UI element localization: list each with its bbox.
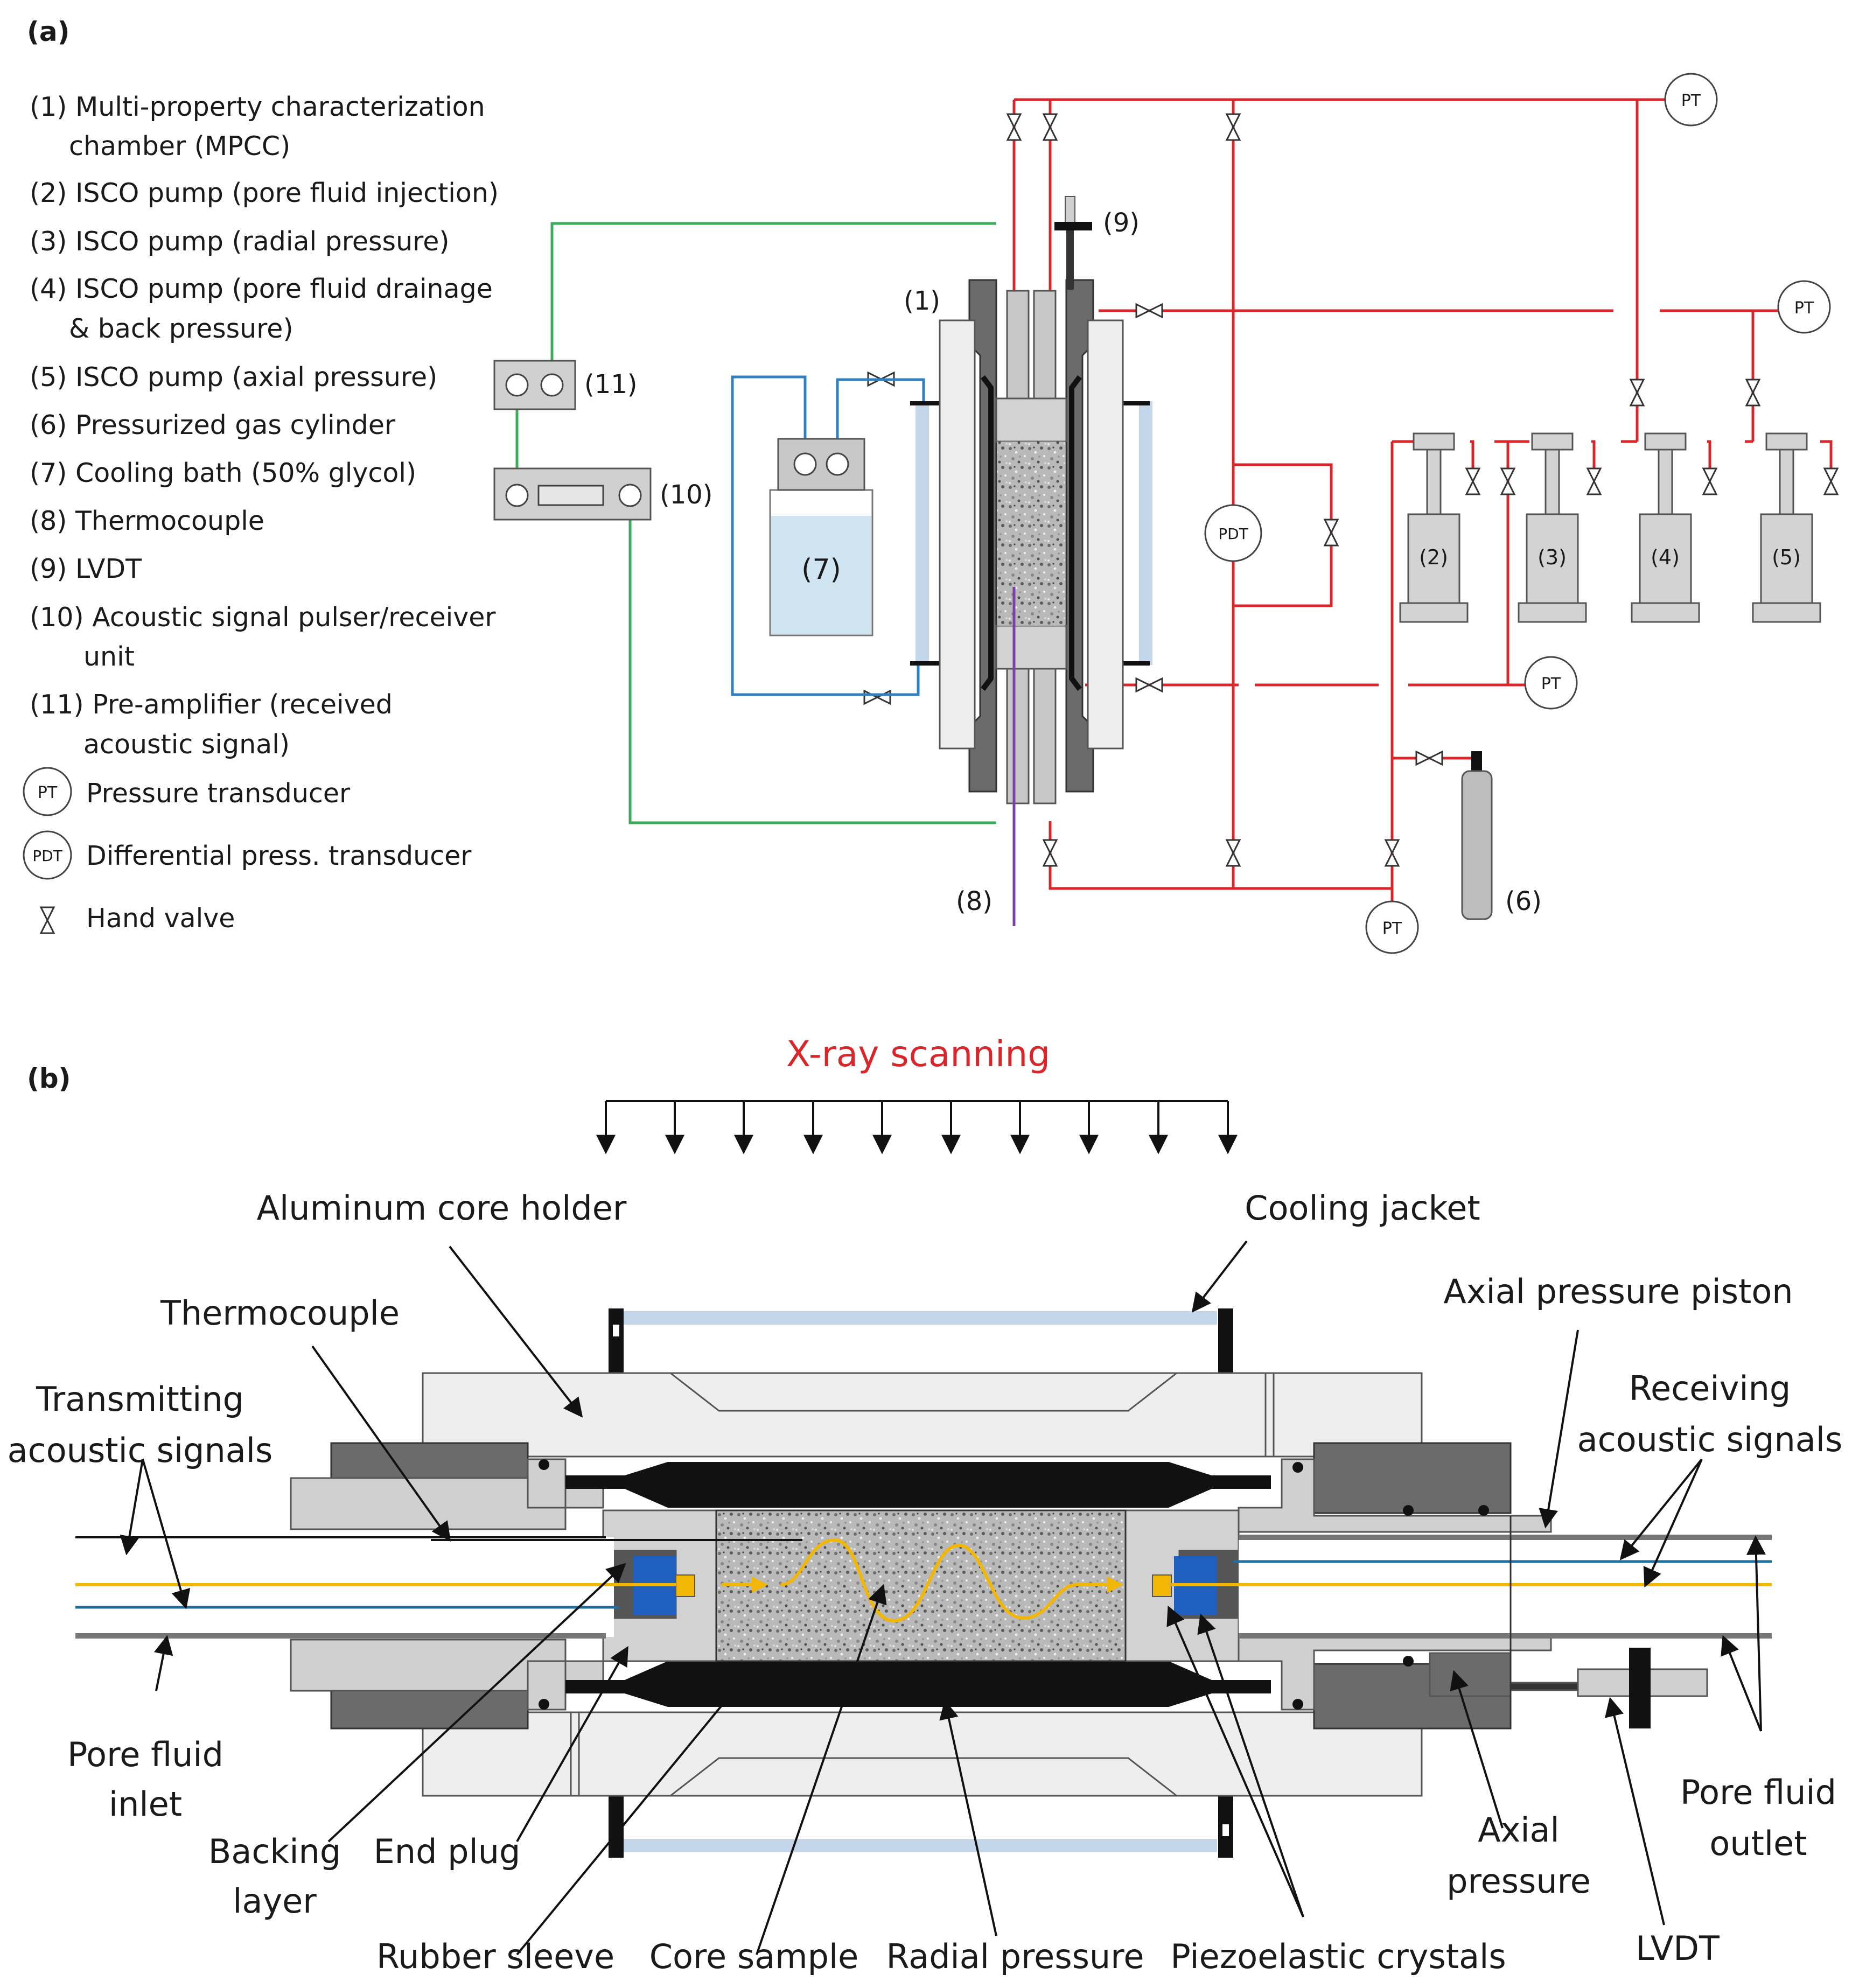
label-backing-2: layer	[233, 1881, 317, 1921]
legend-item-4-cont: & back pressure)	[69, 313, 293, 344]
pdt-legend-icon	[23, 830, 72, 880]
rubber-sleeve	[565, 1462, 1271, 1707]
legend-item-2: (2) ISCO pump (pore fluid injection)	[30, 178, 499, 208]
xray-label: X-ray scanning	[786, 1033, 1050, 1075]
legend-item-11-cont: acoustic signal)	[83, 729, 290, 760]
pdt-legend-text: Differential press. transducer	[86, 841, 472, 871]
label-axial-pressure-2: pressure	[1446, 1861, 1591, 1901]
preamplifier-unit	[493, 360, 576, 410]
label-end-plug: End plug	[374, 1832, 521, 1871]
label-pore-inlet-1: Pore fluid	[67, 1735, 223, 1774]
core-sample	[715, 1509, 1127, 1662]
pulser-receiver-label: (10)	[660, 480, 713, 510]
isco-pump-2	[1399, 432, 1469, 623]
pt-label-right: PT	[1794, 299, 1814, 318]
cooling-bath-label: (7)	[801, 554, 841, 586]
panel-b: (b) X-ray scanning	[8, 1033, 1843, 1976]
isco-pump-3-label: (3)	[1537, 545, 1567, 569]
legend: (1) Multi-property characterization cham…	[23, 92, 499, 934]
pt-legend-text: Pressure transducer	[86, 778, 351, 809]
isco-pump-5-label: (5)	[1772, 545, 1801, 569]
mpcc-chamber	[910, 279, 1152, 804]
legend-item-1-cont: chamber (MPCC)	[69, 131, 290, 162]
pdt-label: PDT	[1218, 525, 1248, 543]
label-backing-1: Backing	[208, 1832, 341, 1871]
legend-item-11: (11) Pre-amplifier (received	[30, 689, 393, 720]
thermocouple-label: (8)	[956, 886, 993, 916]
hand-valve-legend-text: Hand valve	[86, 903, 235, 934]
label-cooling-jacket: Cooling jacket	[1245, 1188, 1480, 1228]
pt-legend-icon	[23, 767, 72, 816]
isco-pump-3	[1518, 432, 1587, 623]
pt-legend-abbr: PT	[38, 783, 58, 802]
mpcc-label: (1)	[904, 286, 940, 316]
label-receiving-2: acoustic signals	[1577, 1420, 1843, 1459]
label-thermocouple: Thermocouple	[160, 1293, 400, 1333]
label-pore-outlet-1: Pore fluid	[1680, 1773, 1836, 1812]
panel-a: (a) (1) Multi-property characterization …	[23, 16, 1839, 954]
isco-pump-4-label: (4)	[1651, 545, 1680, 569]
label-pore-outlet-2: outlet	[1709, 1824, 1807, 1863]
lvdt-component	[1054, 196, 1092, 290]
label-receiving-1: Receiving	[1629, 1369, 1791, 1408]
label-radial-pressure: Radial pressure	[886, 1937, 1144, 1976]
pulser-receiver-unit	[493, 467, 652, 521]
xray-arrows	[596, 1100, 1238, 1154]
label-transmitting-2: acoustic signals	[8, 1431, 273, 1470]
legend-item-1: (1) Multi-property characterization	[30, 92, 485, 122]
legend-item-10-cont: unit	[83, 641, 135, 672]
o-ring-dots	[539, 1459, 1489, 1710]
label-transmitting-1: Transmitting	[36, 1380, 244, 1419]
label-axial-pressure-piston: Axial pressure piston	[1443, 1272, 1793, 1311]
label-piezoelastic-crystals: Piezoelastic crystals	[1170, 1937, 1506, 1976]
cooling-jacket	[609, 1308, 1233, 1858]
cooling-bath	[769, 438, 873, 636]
label-axial-pressure-1: Axial	[1478, 1810, 1560, 1850]
label-lvdt: LVDT	[1636, 1929, 1720, 1968]
isco-pump-2-label: (2)	[1419, 545, 1448, 569]
gas-cylinder	[1461, 751, 1493, 920]
acoustic-signal	[75, 1538, 1772, 1623]
pt-label-mid: PT	[1541, 675, 1561, 694]
label-core-sample: Core sample	[649, 1937, 859, 1976]
legend-item-4: (4) ISCO pump (pore fluid drainage	[30, 274, 493, 304]
leader-lines	[120, 1240, 1766, 1956]
pdt-legend-abbr: PDT	[32, 847, 62, 865]
legend-item-3: (3) ISCO pump (radial pressure)	[30, 226, 449, 257]
lvdt-label: (9)	[1103, 208, 1140, 238]
aluminum-core-holder	[422, 1372, 1423, 1797]
legend-item-6: (6) Pressurized gas cylinder	[30, 410, 396, 440]
label-rubber-sleeve: Rubber sleeve	[376, 1937, 614, 1976]
legend-item-10: (10) Acoustic signal pulser/receiver	[30, 602, 496, 633]
legend-item-8: (8) Thermocouple	[30, 506, 264, 536]
pressure-transducers: PT PT PT PT PDT	[1204, 73, 1831, 954]
panel-b-label: (b)	[27, 1063, 71, 1094]
legend-item-7: (7) Cooling bath (50% glycol)	[30, 458, 416, 488]
isco-pump-4	[1631, 432, 1700, 623]
legend-item-9: (9) LVDT	[30, 554, 142, 584]
cooling-lines	[731, 375, 925, 696]
legend-item-5: (5) ISCO pump (axial pressure)	[30, 362, 437, 393]
pt-label-top: PT	[1681, 92, 1701, 110]
label-pore-inlet-2: inlet	[109, 1784, 182, 1824]
preamplifier-label: (11)	[584, 369, 638, 400]
gas-cylinder-label: (6)	[1505, 886, 1542, 916]
inner-housings	[290, 1458, 1552, 1711]
label-aluminum-core-holder: Aluminum core holder	[257, 1188, 627, 1228]
pt-label-bottom: PT	[1382, 919, 1402, 938]
panel-a-label: (a)	[27, 16, 69, 47]
isco-pump-5	[1752, 432, 1821, 623]
lvdt-assembly	[1429, 1516, 1708, 1728]
isco-pumps	[1399, 432, 1821, 623]
hand-valve-legend-icon	[40, 906, 55, 934]
